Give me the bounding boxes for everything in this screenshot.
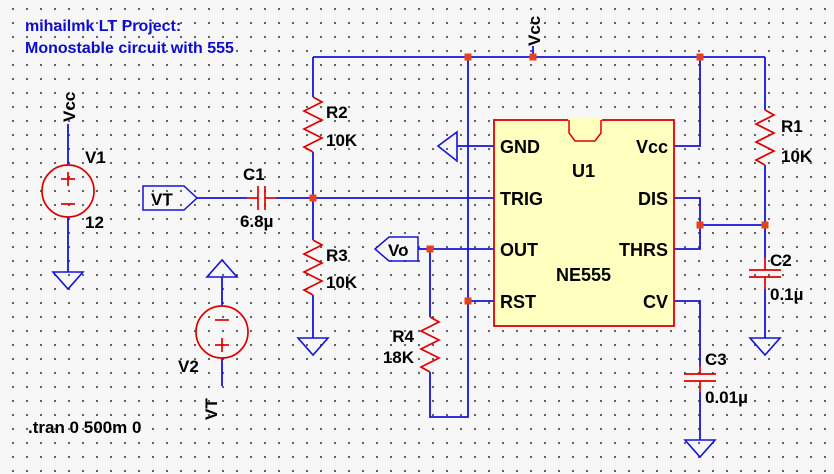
- pin-label-vcc: Vcc: [636, 137, 668, 157]
- wire-rst-return[interactable]: [429, 57, 469, 418]
- wire-dis-pin[interactable]: [674, 197, 701, 225]
- junction-dot: [464, 53, 472, 61]
- resistor-zigzag[interactable]: [419, 316, 441, 373]
- c3-value-label[interactable]: 0.01µ: [705, 388, 748, 407]
- component-c3[interactable]: C3 0.01µ: [684, 350, 748, 407]
- pin-label-rst: RST: [500, 292, 536, 312]
- component-r4[interactable]: R4 18K: [383, 316, 441, 373]
- chip-notch-gap: [568, 118, 602, 122]
- r2-value-label[interactable]: 10K: [326, 131, 358, 150]
- resistor-zigzag[interactable]: [754, 109, 776, 166]
- v2-name-label[interactable]: V2: [178, 357, 199, 376]
- net-flag-vo[interactable]: Vo: [373, 236, 419, 262]
- schematic-title[interactable]: mihailmk LT Project: Monostable circuit …: [25, 18, 234, 57]
- junction-dot: [696, 221, 704, 229]
- net-flag-vt[interactable]: VT: [142, 185, 199, 211]
- pin-label-gnd: GND: [500, 137, 540, 157]
- wire-cv-c3[interactable]: [674, 300, 701, 366]
- c1-value-label[interactable]: 6.8µ: [240, 212, 273, 231]
- net-label-vcc-v1[interactable]: Vcc: [60, 92, 79, 122]
- pin-label-cv: CV: [643, 292, 668, 312]
- title-line-2[interactable]: Monostable circuit with 555: [25, 40, 234, 57]
- wire-thrs-pin[interactable]: [674, 225, 701, 250]
- junction-dot: [464, 297, 472, 305]
- wires: [67, 46, 766, 440]
- net-label-vcc-rail[interactable]: Vcc: [525, 16, 544, 46]
- ground-symbol-gnd-pin-left[interactable]: [436, 130, 458, 163]
- wire-vcc-pin[interactable]: [674, 57, 701, 147]
- r3-name-label[interactable]: R3: [326, 246, 348, 265]
- u1-name-label[interactable]: U1: [572, 161, 595, 181]
- net-flag-outline[interactable]: [142, 185, 199, 211]
- pin-label-thrs: THRS: [619, 240, 668, 260]
- component-v1[interactable]: V1 12 Vcc: [41, 92, 106, 232]
- ground-symbol-r3[interactable]: [296, 337, 330, 357]
- r1-value-label[interactable]: 10K: [781, 147, 813, 166]
- pin-label-out: OUT: [500, 240, 538, 260]
- junction-dots: [309, 53, 769, 305]
- spice-directive[interactable]: .tran 0 500m 0: [28, 418, 141, 437]
- chip-notch-icon: [568, 120, 602, 142]
- resistor-zigzag[interactable]: [302, 96, 324, 153]
- ground-symbol-v1[interactable]: [51, 271, 85, 291]
- component-c2[interactable]: C2 0.1µ: [749, 251, 803, 304]
- c1-name-label[interactable]: C1: [243, 165, 265, 184]
- c3-name-label[interactable]: C3: [705, 350, 727, 369]
- ground-symbol-c2[interactable]: [748, 337, 782, 357]
- chip-body[interactable]: [493, 119, 675, 327]
- r1-name-label[interactable]: R1: [781, 117, 803, 136]
- resistor-zigzag[interactable]: [302, 239, 324, 296]
- v1-value-label[interactable]: 12: [85, 213, 104, 232]
- component-c1[interactable]: C1 6.8µ: [240, 165, 276, 231]
- net-label-vt-v2[interactable]: VT: [202, 398, 221, 420]
- ground-symbol-c3[interactable]: [683, 439, 717, 459]
- r3-value-label[interactable]: 10K: [326, 273, 358, 292]
- component-u1-ne555[interactable]: GND TRIG OUT RST Vcc DIS THRS CV U1 NE55…: [493, 118, 675, 327]
- component-r2[interactable]: R2 10K: [302, 96, 358, 153]
- pin-label-dis: DIS: [638, 189, 668, 209]
- junction-dot: [426, 245, 434, 253]
- ground-symbol-v2-up[interactable]: [205, 258, 239, 278]
- r2-name-label[interactable]: R2: [326, 103, 348, 122]
- u1-part-label[interactable]: NE555: [556, 265, 611, 285]
- junction-dot: [529, 53, 537, 61]
- voltage-source-circle[interactable]: [41, 164, 95, 218]
- voltage-source-circle[interactable]: [195, 305, 249, 359]
- junction-dot: [761, 221, 769, 229]
- r4-name-label[interactable]: R4: [392, 327, 414, 346]
- vo-flag-label[interactable]: Vo: [388, 241, 408, 260]
- vt-flag-label[interactable]: VT: [151, 190, 173, 209]
- net-flag-outline[interactable]: [373, 236, 419, 262]
- junction-dot: [696, 53, 704, 61]
- c2-name-label[interactable]: C2: [770, 251, 792, 270]
- title-line-1[interactable]: mihailmk LT Project:: [25, 18, 181, 35]
- v1-name-label[interactable]: V1: [85, 148, 106, 167]
- component-v2[interactable]: V2 VT: [178, 305, 249, 420]
- r4-value-label[interactable]: 18K: [383, 348, 415, 367]
- component-r3[interactable]: R3 10K: [302, 239, 358, 296]
- junction-dot: [309, 194, 317, 202]
- component-r1[interactable]: R1 10K: [754, 109, 813, 166]
- pin-label-trig: TRIG: [500, 189, 543, 209]
- c2-value-label[interactable]: 0.1µ: [770, 285, 803, 304]
